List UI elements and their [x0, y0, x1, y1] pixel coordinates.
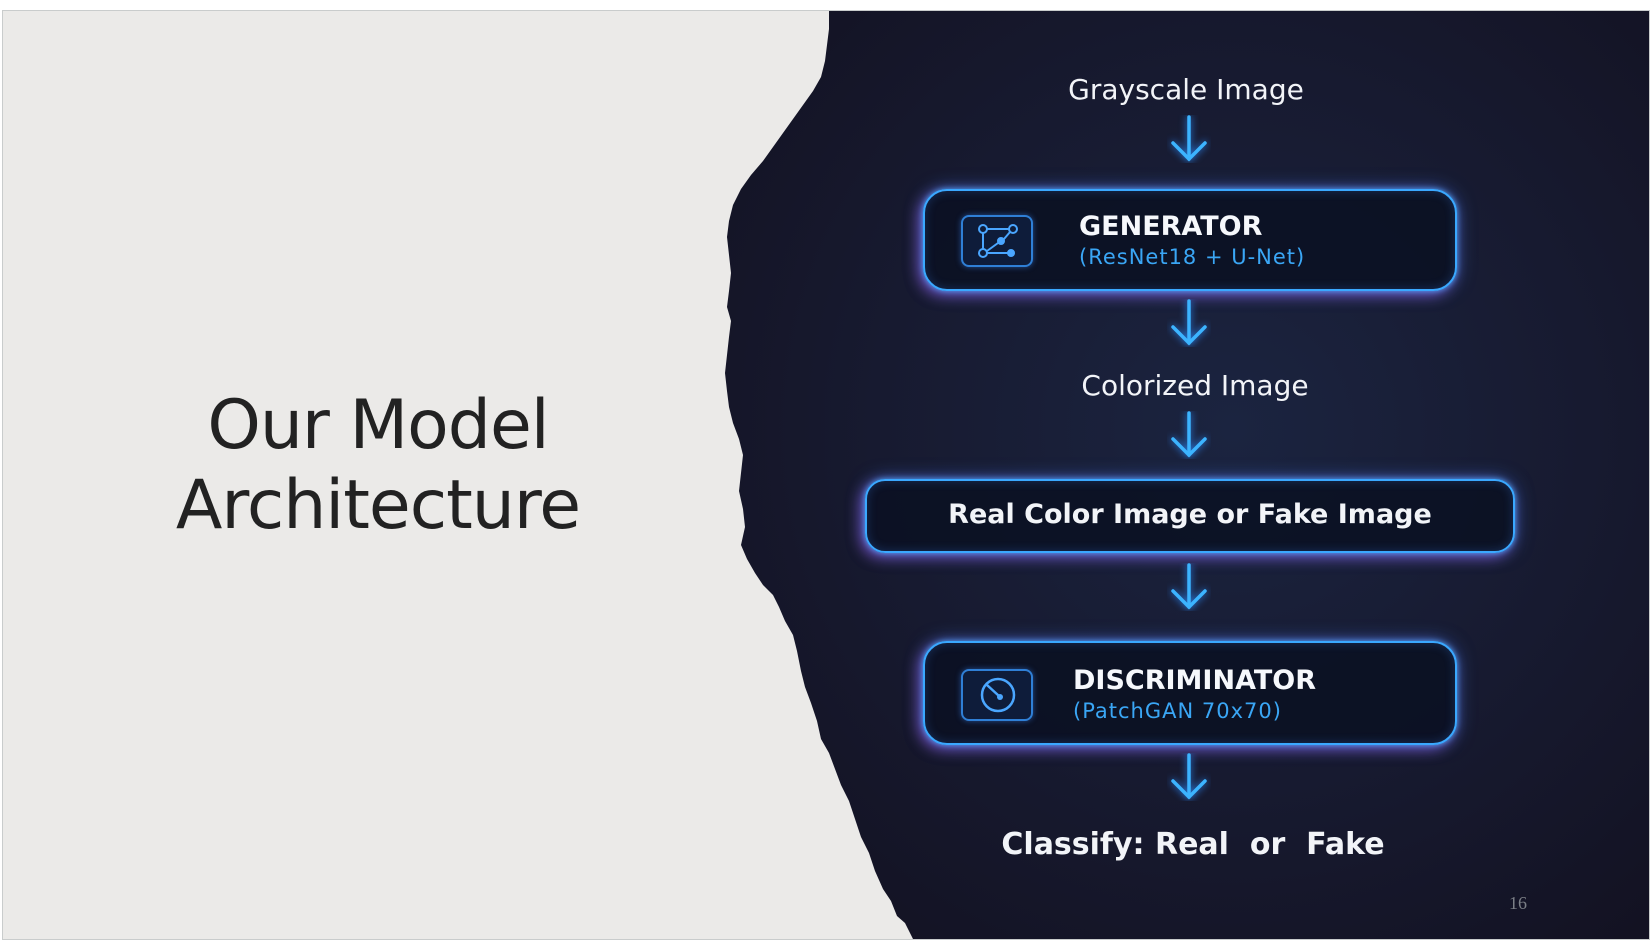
title-line-1: Our Model: [207, 386, 549, 465]
arrow-down-icon: [1171, 753, 1207, 800]
discriminator-title: DISCRIMINATOR: [1073, 665, 1317, 696]
arrow-down-icon: [1171, 563, 1207, 610]
slide: Our Model Architecture Grayscale Image: [2, 10, 1650, 940]
arrow-down-icon: [1171, 299, 1207, 346]
generator-subtitle: (ResNet18 + U-Net): [1079, 245, 1306, 269]
input-label: Grayscale Image: [1068, 73, 1304, 106]
discriminator-box: DISCRIMINATOR (PatchGAN 70x70): [923, 641, 1457, 745]
intermediate-label: Colorized Image: [1081, 369, 1309, 402]
page-number: 16: [1509, 893, 1527, 913]
generator-title: GENERATOR: [1079, 211, 1263, 242]
real-or-fake-box: Real Color Image or Fake Image: [865, 479, 1515, 553]
arrow-down-icon: [1171, 411, 1207, 458]
arrow-down-icon: [1171, 115, 1207, 162]
network-graph-icon: [961, 215, 1033, 267]
output-label: Classify: Real or Fake: [1001, 827, 1385, 862]
discriminator-subtitle: (PatchGAN 70x70): [1073, 699, 1282, 723]
title-line-2: Architecture: [175, 466, 581, 545]
generator-box: GENERATOR (ResNet18 + U-Net): [923, 189, 1457, 291]
slide-title: Our Model Architecture: [63, 386, 693, 546]
gauge-dial-icon: [961, 669, 1033, 721]
real-or-fake-label: Real Color Image or Fake Image: [948, 499, 1432, 530]
